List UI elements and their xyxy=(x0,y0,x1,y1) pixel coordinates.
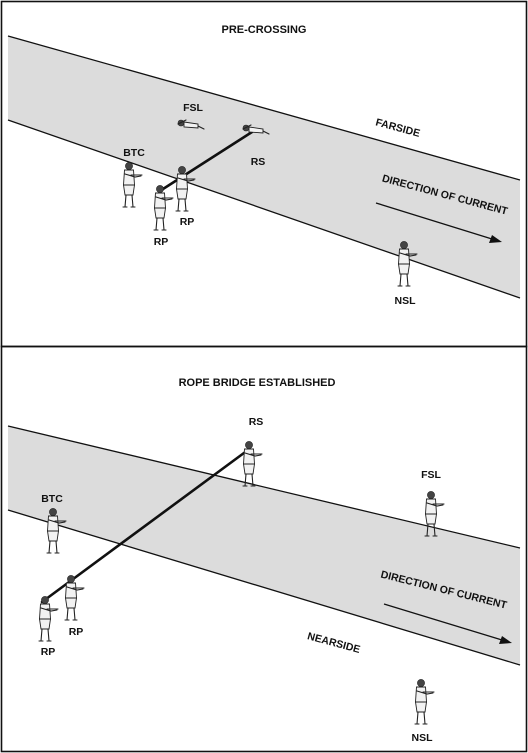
near-bank-line xyxy=(7,509,521,666)
panel-pre-crossing: PRE-CROSSING FSL BTC RS RP RP NSL FARSID… xyxy=(0,0,528,348)
label-rp: RP xyxy=(180,216,195,228)
label-rs: RS xyxy=(249,416,264,428)
label-nsl: NSL xyxy=(412,732,434,744)
label-farside: FARSIDE xyxy=(374,116,421,139)
soldier-btc-figure xyxy=(122,161,143,208)
soldier-rp-figure xyxy=(153,184,174,231)
panel-title: ROPE BRIDGE ESTABLISHED xyxy=(179,377,336,389)
label-nearside: NEARSIDE xyxy=(306,630,362,656)
label-btc: BTC xyxy=(41,493,63,505)
panel-frame xyxy=(0,345,528,753)
panel-rope-bridge-established: ROPE BRIDGE ESTABLISHED RS FSL BTC RP RP… xyxy=(0,345,528,753)
current-arrow xyxy=(383,603,512,644)
label-rs: RS xyxy=(251,156,266,168)
far-bank-line xyxy=(7,35,521,181)
current-arrow xyxy=(375,202,502,243)
river xyxy=(8,36,520,298)
label-rp: RP xyxy=(41,646,56,658)
label-btc: BTC xyxy=(123,147,145,159)
label-rp: RP xyxy=(154,236,169,248)
label-fsl: FSL xyxy=(183,102,203,114)
river xyxy=(8,426,520,665)
rope xyxy=(40,448,250,604)
label-fsl: FSL xyxy=(421,469,441,481)
panel-title: PRE-CROSSING xyxy=(222,24,307,36)
label-rp: RP xyxy=(69,626,84,638)
near-bank-line xyxy=(7,119,521,299)
soldier-rs-figure xyxy=(242,440,263,487)
soldier-nsl-figure xyxy=(414,678,435,725)
label-nsl: NSL xyxy=(395,295,417,307)
